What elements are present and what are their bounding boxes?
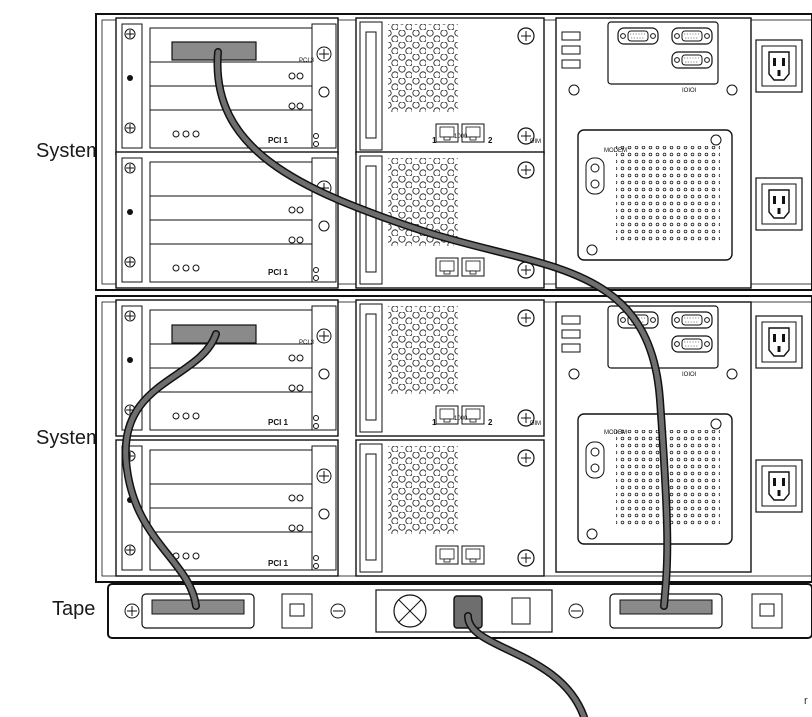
scsi-cable-system1-to-tape[interactable] (215, 49, 670, 609)
pci-1-label-top: PCI 1 (268, 136, 289, 145)
tape-label: Tape (52, 598, 96, 620)
speed-label-lower: 1000 (454, 416, 468, 422)
corner-mark: r (804, 695, 808, 707)
system-top-label: System (36, 140, 103, 162)
link-2-label-lower: 2 (488, 418, 493, 427)
pci-slot-1a[interactable] (115, 17, 339, 155)
modem-label-top: MODEM (604, 148, 627, 154)
network-module-2b[interactable] (356, 440, 544, 576)
link-1-label-lower: 1 (432, 418, 437, 427)
io-module-2[interactable] (556, 302, 751, 572)
system-bottom-label: System (36, 427, 103, 449)
ioioi-label-top: IOIOI (682, 88, 697, 94)
pci-slot-2b[interactable] (115, 439, 339, 577)
pci-1-label-mid: PCI 1 (268, 268, 289, 277)
io-module-1[interactable] (556, 18, 751, 288)
dim-label-top: DIM (530, 139, 541, 145)
pci-1-label-bottom: PCI 1 (268, 559, 289, 568)
pci-slot-1b[interactable] (115, 151, 339, 289)
power-inlet-2a[interactable] (755, 315, 803, 369)
ioioi-label-lower: IOIOI (682, 372, 697, 378)
power-inlet-2b[interactable] (755, 459, 803, 513)
network-module-2a[interactable] (356, 300, 544, 436)
pci-3-label-lower: PCI 3 (299, 340, 315, 346)
tape-power-switch[interactable] (511, 597, 531, 625)
tape-power-cable[interactable] (465, 613, 587, 717)
cables (121, 48, 672, 717)
speed-label-top: 1000 (454, 134, 468, 140)
dim-label-lower: DIM (530, 421, 541, 427)
modem-label-lower: MODEM (604, 430, 627, 436)
link-2-label-top: 2 (488, 136, 493, 145)
network-module-1a[interactable] (356, 18, 544, 154)
pci-slot-2a[interactable] (115, 299, 339, 437)
pci-1-label-lower: PCI 1 (268, 418, 289, 427)
scsi-cable-system2-to-tape[interactable] (123, 331, 219, 609)
tape-chassis (107, 583, 812, 639)
power-inlet-1a[interactable] (755, 39, 803, 93)
pci-3-label-top: PCI 3 (299, 58, 315, 64)
power-inlet-1b[interactable] (755, 177, 803, 231)
link-1-label-top: 1 (432, 136, 437, 145)
